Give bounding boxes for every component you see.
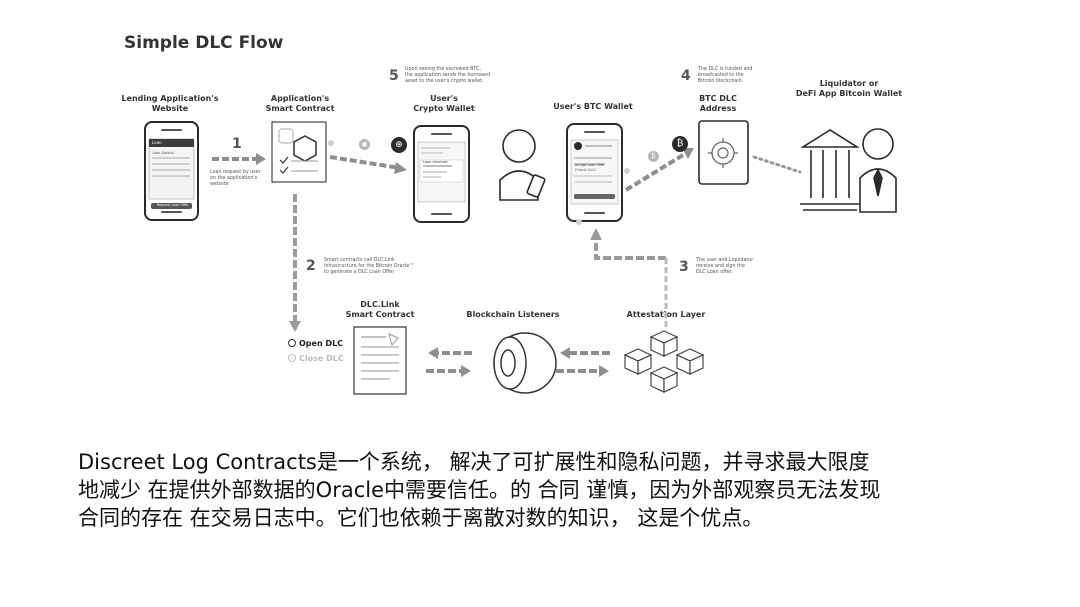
smart-contract-document [271,121,327,183]
step-2-number: 2 [306,258,316,274]
dlc-link-document [353,326,407,395]
step-3-number: 3 [679,259,689,275]
paragraph-line-1: Discreet Log Contracts是一个系统， 解决了可扩展性和隐私问… [78,450,870,474]
lending-website-phone [144,121,199,221]
bitcoin-dot-icon: ₿ [648,151,659,162]
close-dlc-option[interactable]: Close DLC [288,354,344,363]
phone-loan-received: Loan received [423,160,448,164]
diagram-title: Simple DLC Flow [124,33,284,53]
btc-wallet-phone [566,123,623,222]
radio-open-icon [288,339,296,347]
btc-dlc-address-box [698,120,749,185]
liquidator-person [859,128,897,213]
dotted-link-liquidator [752,155,802,174]
flow-arrow-return [594,238,666,260]
phone-request-button[interactable]: Request Loan Offer [157,203,189,207]
blockchain-listener-ring [493,332,557,394]
step-dot-icon: ● [359,139,370,150]
step-5-number: 5 [389,68,399,84]
phone-loan-details: Loan Details [152,151,174,155]
user-person [499,129,546,201]
user-btc-wallet-label: User's BTC Wallet [553,102,633,111]
coin-icon: ⊕ [391,137,407,153]
paragraph-line-2: 地减少 在提供外部数据的Oracle中需要信任。的 合同 谨慎，因为外部观察员无… [78,478,881,502]
description-paragraph: Discreet Log Contracts是一个系统， 解决了可扩展性和隐私问… [78,448,1008,532]
flow-diagram-graphics [144,120,897,395]
attestation-cubes [623,330,705,393]
open-dlc-option[interactable]: Open DLC [288,339,343,348]
step-5-note: Upon seeing the escrowed BTC,the applica… [405,67,490,84]
flow-arrows-top [212,150,690,192]
step-4-number: 4 [681,68,691,84]
paragraph-line-3: 合同的存在 在交易日志中。它们也依赖于离散对数的知识， 这是个优点。 [78,506,764,530]
crypto-wallet-phone [413,125,470,223]
phone-dlc-label: (Oracle DLC) [575,168,597,172]
flow-arrows-bottom [426,351,610,373]
blockchain-listeners-label: Blockchain Listeners [466,310,560,319]
arrowhead-1 [256,153,266,165]
arrowhead-4 [682,148,694,159]
bitcoin-icon: ₿ [672,136,688,152]
arrowhead-5 [394,162,407,174]
liquidator-bank [800,129,861,211]
step-1-number: 1 [232,136,242,152]
radio-close-icon [288,354,296,362]
phone-accept-offer: Accept Loan Offer [575,163,605,167]
phone-loan-header: Loan [152,140,162,145]
